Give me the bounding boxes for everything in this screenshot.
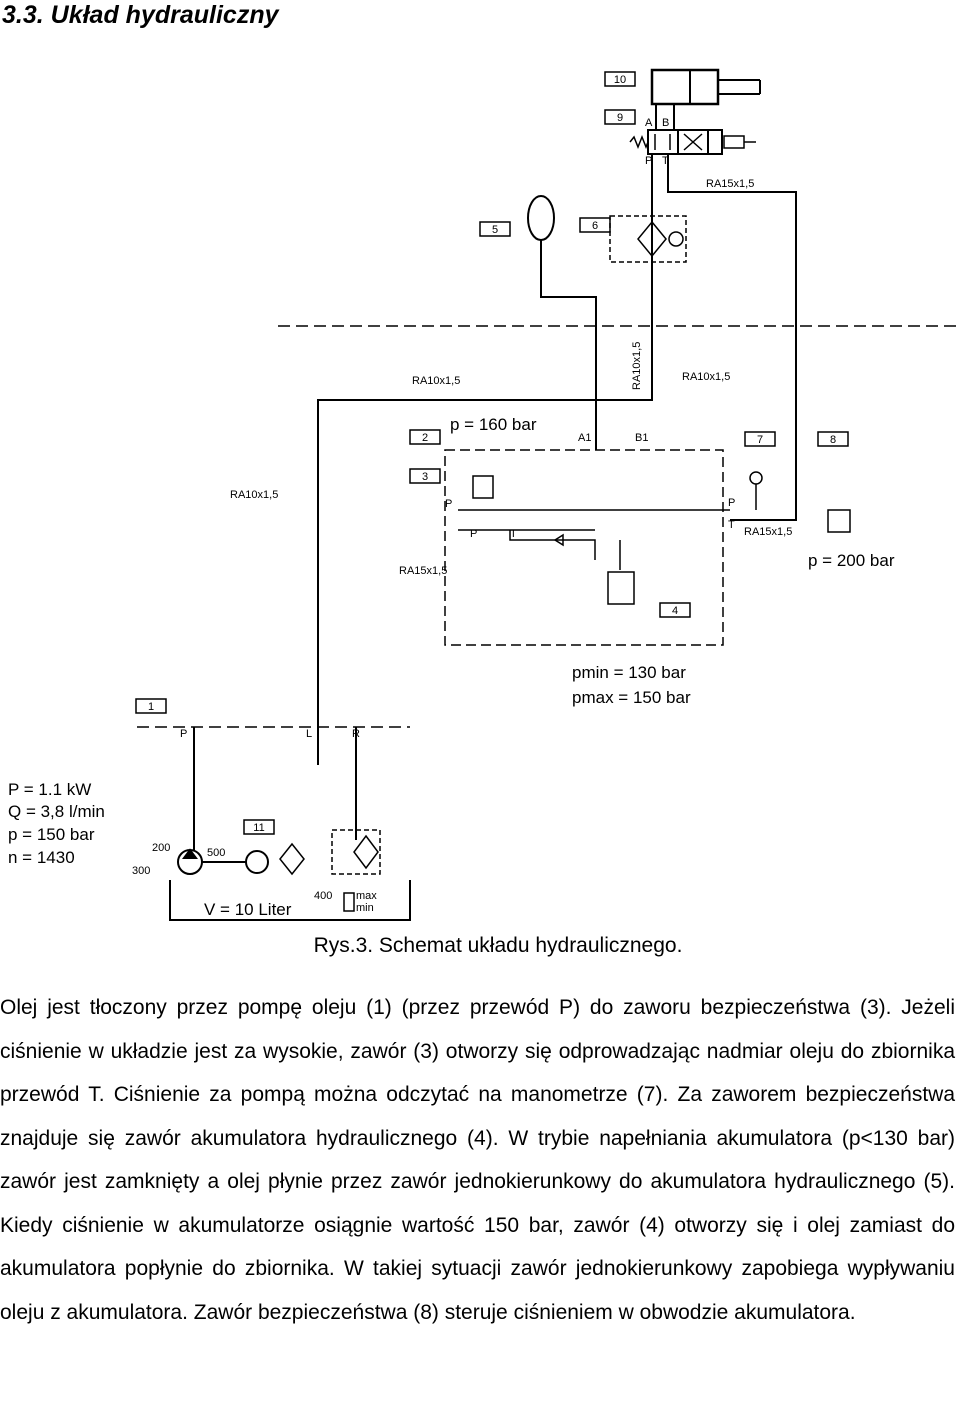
hydraulic-schematic: 1 2 3 4 5 6 7 8 9 10 11 RA15x1,5 RA10x1,… (8, 68, 958, 921)
filter-indicator-icon (668, 231, 684, 247)
motor-icon (245, 850, 269, 874)
callout-9: 9 (617, 112, 623, 124)
level-max-label: max (356, 890, 377, 902)
port-label: P (728, 497, 735, 509)
pump-flow: Q = 3,8 l/min (8, 802, 105, 821)
pipe-label: RA15x1,5 (399, 565, 447, 577)
pipe-label: RA15x1,5 (744, 526, 792, 538)
pipe-accumulator (540, 240, 597, 450)
callout-4: 4 (672, 605, 678, 617)
pmin-label: pmin = 130 bar (572, 663, 686, 682)
dimension-label: 500 (207, 847, 225, 859)
pipe-T-main (667, 154, 797, 521)
port-label: A1 (578, 432, 591, 444)
filter-housing (609, 215, 687, 263)
level-gauge (343, 892, 355, 912)
port-label: P (645, 155, 652, 167)
port-label: B1 (635, 432, 648, 444)
valve-spring (629, 134, 649, 150)
pipe-label: RA15x1,5 (706, 178, 754, 190)
callout-3: 3 (422, 471, 428, 483)
accumulator-valve-4 (607, 571, 635, 605)
callout-5: 5 (492, 224, 498, 236)
callout-7: 7 (757, 434, 763, 446)
callout-2: 2 (422, 432, 428, 444)
pipe-P-main (317, 154, 653, 765)
cylinder-body (650, 68, 720, 106)
pmax-label: pmax = 150 bar (572, 688, 691, 707)
suction-filter (279, 842, 305, 876)
port-label: P (445, 498, 452, 510)
valve-arrows (654, 134, 671, 150)
port-label: P (180, 728, 187, 740)
gauge-icon (749, 471, 763, 485)
valve-solenoid (723, 135, 756, 149)
pump-power: P = 1.1 kW (8, 780, 91, 799)
directional-valve-section-1 (647, 129, 679, 155)
pipe-label: RA10x1,5 (230, 489, 278, 501)
port-label: T (510, 528, 517, 540)
pipe-label: RA10x1,5 (682, 371, 730, 383)
port-label: L (306, 728, 312, 740)
callout-6: 6 (592, 220, 598, 232)
tank (169, 880, 411, 921)
pipe-label: RA10x1,5 (631, 342, 643, 390)
safety-valve-8 (827, 509, 851, 533)
relief-pressure-label: p = 160 bar (450, 415, 537, 434)
callout-11: 11 (253, 822, 264, 834)
level-min-label: min (356, 902, 374, 914)
accumulator (527, 195, 555, 241)
callout-8: 8 (830, 434, 836, 446)
body-paragraph: Olej jest tłoczony przez pompę oleju (1)… (0, 996, 955, 1324)
pump-speed: n = 1430 (8, 848, 75, 867)
section-heading: 3.3. Układ hydrauliczny (2, 1, 279, 29)
dimension-label: 200 (152, 842, 170, 854)
pump-pressure: p = 150 bar (8, 825, 95, 844)
callout-1: 1 (148, 701, 154, 713)
pipe-label: RA10x1,5 (412, 375, 460, 387)
filter-diamond (637, 220, 667, 258)
dimension-label: 400 (314, 890, 332, 902)
pump-arrow (182, 848, 198, 859)
relief-valve-3 (472, 475, 494, 499)
check-valve-icon (553, 533, 564, 547)
port-label: B (662, 117, 669, 129)
pump-lines (193, 727, 357, 850)
port-label: A (645, 117, 653, 129)
port-label: P (470, 528, 477, 540)
safety-pressure-label: p = 200 bar (808, 551, 895, 570)
return-filter-housing (331, 829, 381, 875)
callout-10: 10 (614, 74, 626, 86)
directional-valve-section-3 (707, 129, 723, 155)
figure-caption: Rys.3. Schemat układu hydraulicznego. (313, 934, 683, 957)
block-piping (458, 509, 730, 570)
valve-block-frame (444, 449, 724, 646)
valve-cross-arrows (683, 133, 703, 151)
tank-volume: V = 10 Liter (204, 900, 292, 919)
dimension-label: 300 (132, 865, 150, 877)
port-label: T (662, 155, 669, 167)
port-label: T (728, 519, 735, 531)
port-label: R (352, 728, 360, 740)
return-filter-diamond (353, 834, 379, 870)
